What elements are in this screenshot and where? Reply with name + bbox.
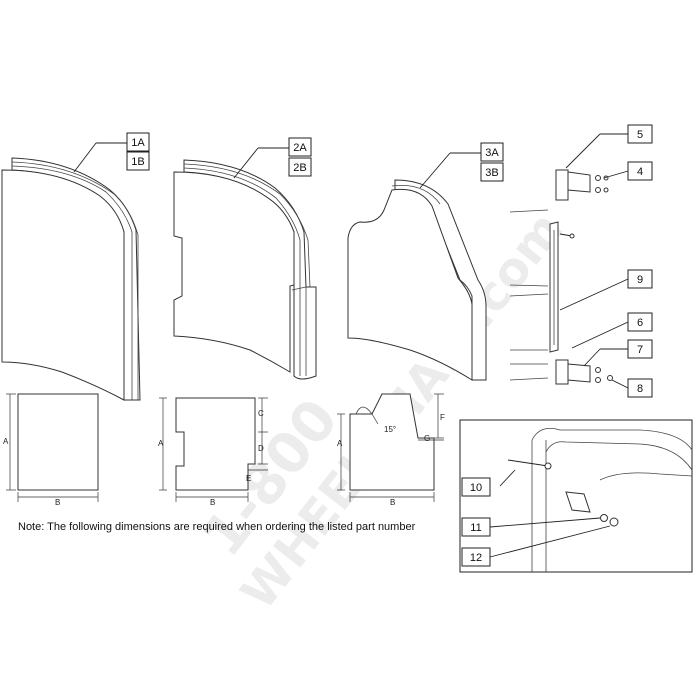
- back-pad-2: [173, 159, 317, 380]
- dim-2-a: A: [158, 439, 164, 448]
- callout-11: 11: [461, 517, 491, 537]
- callout-10: 10: [461, 477, 491, 497]
- dimension-drawing-2: A C D E B: [158, 397, 268, 507]
- hardware-rail: [549, 221, 575, 353]
- hardware-top-bracket: [555, 169, 609, 201]
- callout-1a-label: 1A: [131, 137, 145, 149]
- callout-5-label: 5: [637, 129, 643, 141]
- back-pad-3: [347, 179, 487, 381]
- dim-2-b: B: [210, 498, 215, 507]
- dim-1-a: A: [3, 437, 9, 446]
- callout-2b: 2B: [288, 157, 312, 177]
- dim-2-c: C: [258, 409, 264, 418]
- dim-3-f: F: [440, 413, 445, 422]
- hardware-bottom-bracket: [555, 359, 613, 385]
- callout-1b: 1B: [126, 151, 150, 171]
- dim-3-g: G: [424, 434, 430, 443]
- callout-3a: 3A: [419, 142, 504, 189]
- callout-2b-label: 2B: [293, 162, 306, 174]
- dim-3-a: A: [337, 439, 343, 448]
- callout-7: 7: [583, 339, 653, 367]
- dimension-drawing-1: A B: [3, 393, 99, 507]
- callout-2a-label: 2A: [293, 142, 307, 154]
- callout-9: 9: [559, 269, 653, 311]
- callout-12-label: 12: [470, 552, 482, 564]
- callout-4: 4: [603, 161, 653, 181]
- callout-12: 12: [461, 547, 491, 567]
- backrest-frame: [509, 209, 549, 381]
- callout-9-label: 9: [637, 274, 643, 286]
- dim-2-e: E: [246, 474, 251, 483]
- ordering-note: Note: The following dimensions are requi…: [18, 521, 416, 533]
- callout-8-label: 8: [637, 383, 643, 395]
- callout-11-label: 11: [470, 522, 481, 534]
- dim-1-b: B: [55, 498, 60, 507]
- back-pad-1: [1, 157, 141, 401]
- dim-3-b: B: [390, 498, 395, 507]
- dim-3-angle: 15°: [384, 425, 396, 434]
- callout-1a: 1A: [73, 132, 150, 173]
- callout-3b-label: 3B: [485, 167, 498, 179]
- dim-2-d: D: [258, 444, 264, 453]
- callout-4-label: 4: [637, 166, 643, 178]
- callout-10-label: 10: [470, 482, 482, 494]
- callout-6: 6: [571, 312, 653, 349]
- callout-6-label: 6: [637, 317, 643, 329]
- dimension-drawing-3: 15° A F G B: [337, 393, 445, 507]
- callout-5: 5: [565, 124, 653, 169]
- callout-3b: 3B: [480, 162, 504, 182]
- callout-1b-label: 1B: [131, 156, 144, 168]
- inset-detail: [459, 419, 693, 573]
- callout-3a-label: 3A: [485, 147, 499, 159]
- callout-7-label: 7: [637, 344, 643, 356]
- callout-8: 8: [611, 378, 653, 398]
- callout-2a: 2A: [233, 137, 312, 179]
